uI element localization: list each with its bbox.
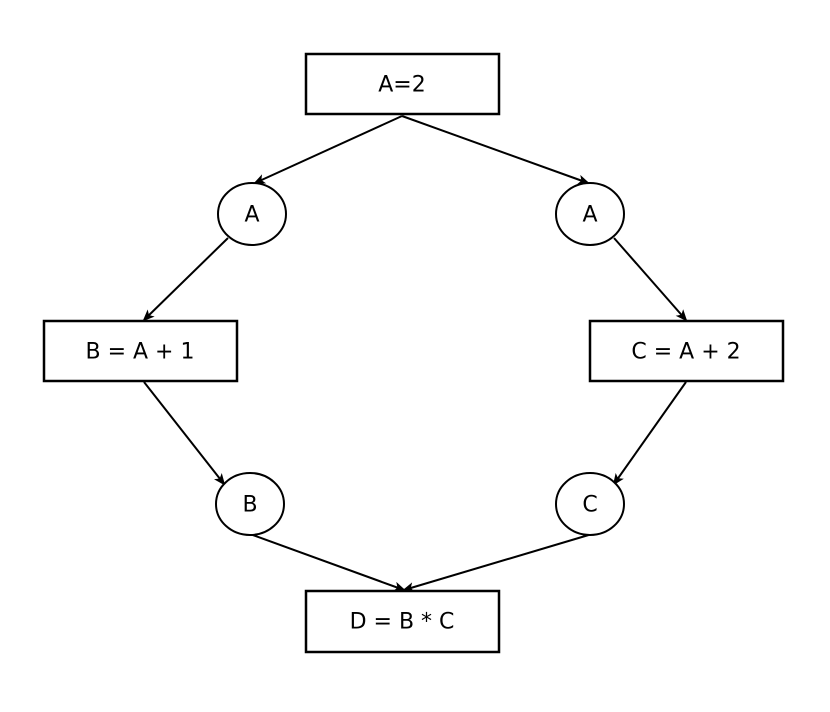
node-d-compute: D = B * C: [304, 589, 501, 654]
node-b-value: B: [215, 472, 285, 536]
edge-a-assign-to-a-right: [401, 115, 590, 185]
node-a-right-label: A: [582, 203, 597, 228]
node-a-assign-box: [304, 52, 501, 116]
edge-b-compute-to-b-value: [143, 381, 226, 486]
edge-c-compute-to-c-value: [612, 381, 687, 486]
edge-a-assign-to-a-left: [253, 115, 403, 184]
node-c-compute: C = A + 2: [588, 319, 785, 383]
node-c-compute-label: C = A + 2: [631, 340, 740, 365]
edge-c-value-to-d-compute: [402, 533, 593, 592]
node-d-compute-label: D = B * C: [350, 610, 455, 635]
node-a-left-label: A: [244, 203, 259, 228]
node-c-value: C: [555, 472, 625, 536]
node-c-value-circle: [555, 472, 625, 536]
node-c-compute-box: [588, 319, 785, 383]
node-a-assign: A=2: [304, 52, 501, 116]
node-d-compute-box: [304, 589, 501, 654]
edge-b-value-to-d-compute: [249, 533, 406, 592]
edge-a-left-to-b-compute: [142, 237, 229, 322]
node-a-right: A: [555, 182, 625, 246]
edge-a-right-to-c-compute: [613, 237, 688, 322]
node-b-value-circle: [215, 472, 285, 536]
edges: [142, 115, 688, 592]
node-b-value-label: B: [242, 493, 257, 518]
node-a-right-circle: [555, 182, 625, 246]
node-a-assign-label: A=2: [378, 73, 425, 98]
node-a-left-circle: [217, 182, 287, 246]
node-c-value-label: C: [582, 493, 597, 518]
node-b-compute: B = A + 1: [42, 319, 239, 383]
node-a-left: A: [217, 182, 287, 246]
node-b-compute-label: B = A + 1: [86, 340, 195, 365]
node-b-compute-box: [42, 319, 239, 383]
